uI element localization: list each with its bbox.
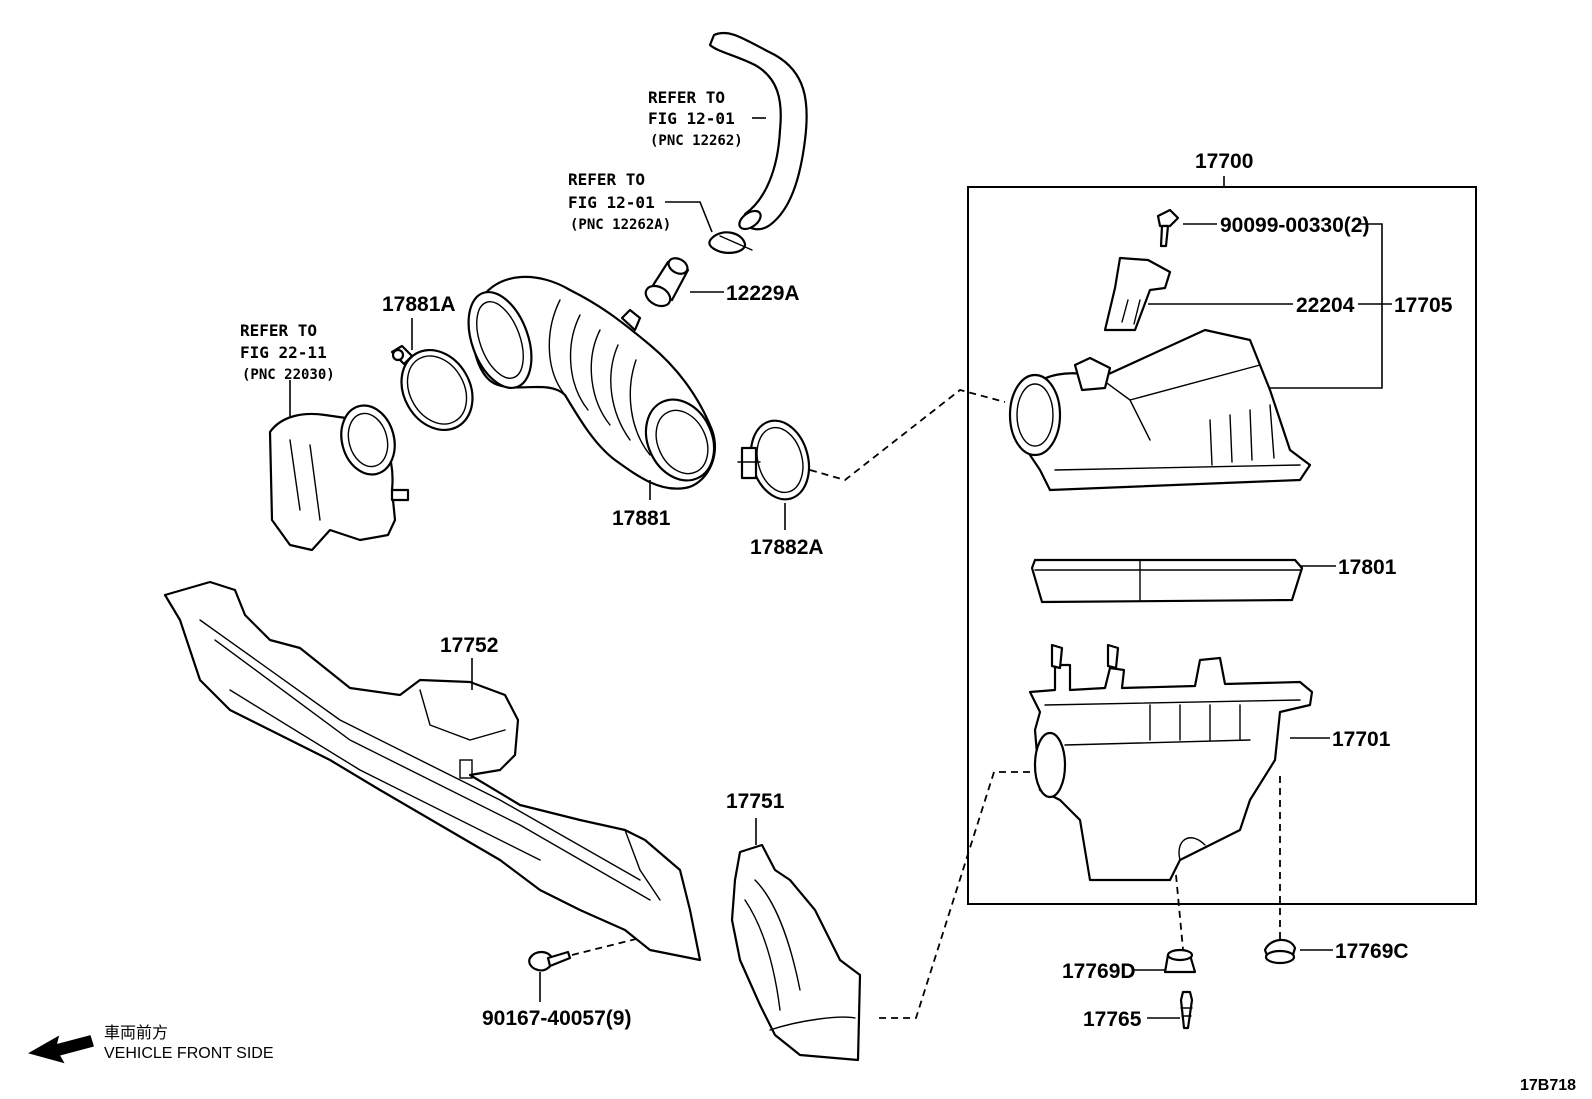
svg-text:REFER TO: REFER TO xyxy=(240,321,317,340)
direction-label-en: VEHICLE FRONT SIDE xyxy=(104,1045,274,1062)
label-12229A[interactable]: 12229A xyxy=(726,282,800,305)
breather-hose[interactable] xyxy=(708,31,808,233)
part-90099-00330-bolt[interactable] xyxy=(1156,208,1180,248)
part-22204-sensor[interactable] xyxy=(1103,256,1172,332)
diagram-code: 17B718 xyxy=(1520,1077,1576,1094)
part-17752-intake-duct[interactable] xyxy=(163,580,702,962)
part-90167-40057-screw[interactable] xyxy=(528,950,572,972)
label-17701[interactable]: 17701 xyxy=(1332,728,1391,751)
label-17801[interactable]: 17801 xyxy=(1338,556,1397,579)
part-17881A-clamp[interactable] xyxy=(387,337,486,443)
label-17769D[interactable]: 17769D xyxy=(1062,960,1136,983)
part-17751-inlet-duct[interactable] xyxy=(730,843,862,1062)
label-17882A[interactable]: 17882A xyxy=(750,536,824,559)
label-22204[interactable]: 22204 xyxy=(1296,294,1355,317)
ref-fig-12-01-a: REFER TO FIG 12-01 (PNC 12262) xyxy=(648,88,743,149)
label-17769C[interactable]: 17769C xyxy=(1335,940,1409,963)
part-17769C-grommet[interactable] xyxy=(1263,938,1297,965)
part-17881-intake-hose[interactable] xyxy=(457,275,727,492)
part-17769D-grommet[interactable] xyxy=(1163,948,1197,974)
throttle-body[interactable] xyxy=(268,399,410,552)
svg-text:REFER TO: REFER TO xyxy=(648,88,725,107)
label-17705[interactable]: 17705 xyxy=(1394,294,1453,317)
svg-text:(PNC 12262A): (PNC 12262A) xyxy=(570,217,671,233)
hose-clip[interactable] xyxy=(708,231,753,254)
vehicle-front-arrow-icon xyxy=(28,1035,94,1064)
label-90099-00330[interactable]: 90099-00330(2) xyxy=(1220,214,1369,237)
label-90167-40057[interactable]: 90167-40057(9) xyxy=(482,1007,631,1030)
ref-fig-22-11: REFER TO FIG 22-11 (PNC 22030) xyxy=(240,321,335,383)
svg-text:(PNC 12262): (PNC 12262) xyxy=(650,133,743,149)
label-17752[interactable]: 17752 xyxy=(440,634,498,657)
assembly-17700-box xyxy=(967,186,1477,905)
svg-text:FIG 12-01: FIG 12-01 xyxy=(568,193,655,212)
svg-text:(PNC 22030): (PNC 22030) xyxy=(242,367,335,383)
label-17881A[interactable]: 17881A xyxy=(382,293,456,316)
part-17801-filter-element[interactable] xyxy=(1030,558,1304,604)
direction-label-jp: 車両前方 xyxy=(104,1024,168,1042)
label-17881[interactable]: 17881 xyxy=(612,507,671,530)
part-12229A-nipple[interactable] xyxy=(642,255,690,310)
svg-text:FIG 12-01: FIG 12-01 xyxy=(648,109,735,128)
part-17765-pin[interactable] xyxy=(1179,990,1194,1030)
label-17765[interactable]: 17765 xyxy=(1083,1008,1142,1031)
part-17701-cleaner-case[interactable] xyxy=(1028,643,1314,882)
part-17705-cleaner-cap[interactable] xyxy=(1008,328,1312,492)
svg-text:FIG 22-11: FIG 22-11 xyxy=(240,343,327,362)
label-17700[interactable]: 17700 xyxy=(1195,150,1253,173)
svg-text:REFER TO: REFER TO xyxy=(568,170,645,189)
label-17751[interactable]: 17751 xyxy=(726,790,785,813)
ref-fig-12-01-b: REFER TO FIG 12-01 (PNC 12262A) xyxy=(568,170,671,233)
part-17882A-clamp[interactable] xyxy=(737,414,817,506)
